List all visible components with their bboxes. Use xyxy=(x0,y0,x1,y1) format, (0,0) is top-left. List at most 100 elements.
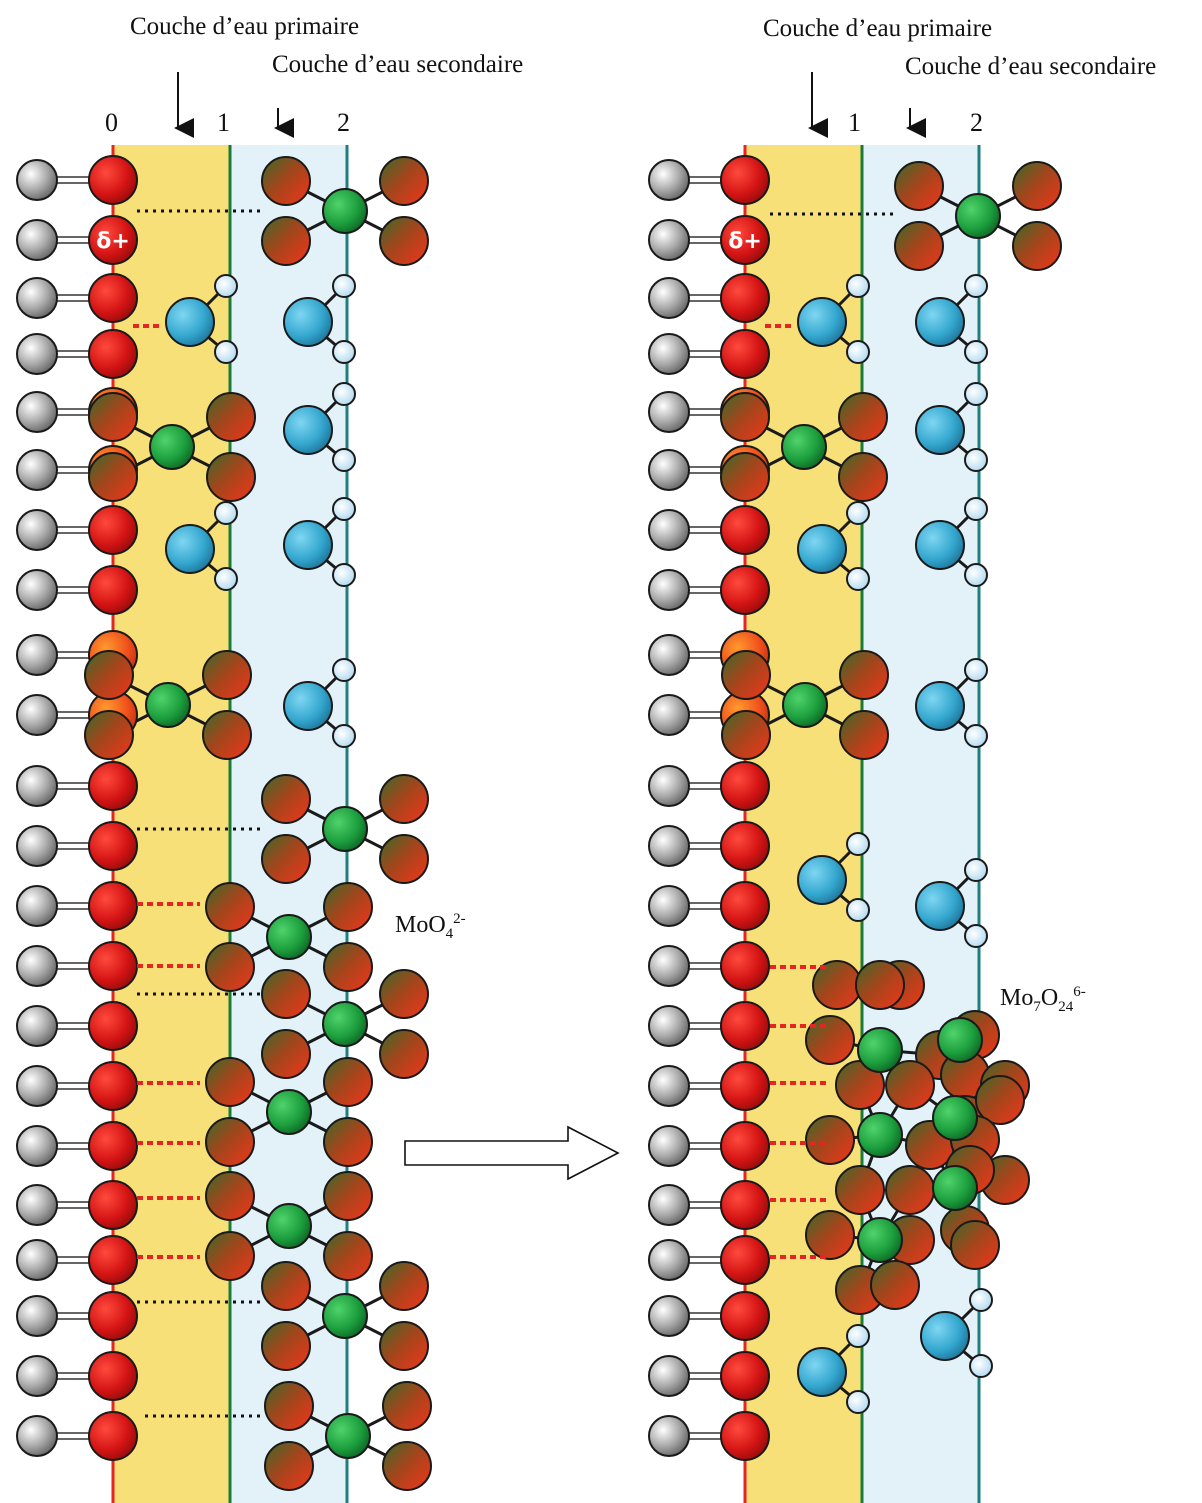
secondary-layer-water xyxy=(283,681,333,731)
left-surface-oxygen xyxy=(88,1235,138,1285)
molybdate-oxygen xyxy=(323,1117,373,1167)
molybdate-oxygen xyxy=(838,452,888,502)
water-hydrogen xyxy=(964,924,988,948)
molybdate-oxygen xyxy=(379,1261,429,1311)
right-surface-oxygen xyxy=(720,1235,770,1285)
right-surface-metal-atom xyxy=(648,219,690,261)
left-surface-oxygen xyxy=(88,1411,138,1461)
water-hydrogen xyxy=(332,724,356,748)
secondary-layer-water xyxy=(915,405,965,455)
left-surface-oxygen xyxy=(88,1291,138,1341)
right-surface-oxygen xyxy=(720,215,770,265)
transformation-arrow xyxy=(404,1125,620,1181)
molybdate-oxygen xyxy=(264,1441,314,1491)
molybdate-oxygen xyxy=(379,1321,429,1371)
adsorbed-molybdate xyxy=(266,1203,312,1249)
water-hydrogen xyxy=(964,563,988,587)
molybdate-monomer-label: MoO42- xyxy=(395,911,466,942)
molybdate-oxygen xyxy=(261,216,311,266)
right-surface-metal-atom xyxy=(648,333,690,375)
heptamolybdate-molybdenum xyxy=(857,1217,903,1263)
water-hydrogen xyxy=(846,832,870,856)
primary-layer-water xyxy=(797,1347,847,1397)
right-secondary-layer-label: Couche d’eau secondaire xyxy=(905,53,1157,80)
primary-layer-water xyxy=(165,297,215,347)
adsorbed-molybdate xyxy=(266,1089,312,1135)
water-hydrogen xyxy=(964,340,988,364)
molybdate-oxygen xyxy=(205,942,255,992)
water-hydrogen xyxy=(332,658,356,682)
left-surface-metal-atom xyxy=(16,277,58,319)
outer-sphere-molybdate xyxy=(322,1293,368,1339)
molybdate-oxygen xyxy=(88,452,138,502)
left-surface-metal-atom xyxy=(16,765,58,807)
left-surface-metal-atom xyxy=(16,509,58,551)
molybdate-oxygen xyxy=(720,392,770,442)
left-plane-label-2: 2 xyxy=(337,108,350,137)
secondary-layer-water xyxy=(283,405,333,455)
left-surface-oxygen xyxy=(88,329,138,379)
heptamolybdate-oxygen xyxy=(805,1015,855,1065)
left-primary-water-layer xyxy=(113,145,230,1503)
outer-sphere-molybdate xyxy=(322,1001,368,1047)
molybdate-oxygen xyxy=(323,1057,373,1107)
molybdate-oxygen xyxy=(721,650,771,700)
right-surface-metal-atom xyxy=(648,694,690,736)
right-surface-metal-atom xyxy=(648,1415,690,1457)
right-surface-oxygen xyxy=(720,1001,770,1051)
left-plane-label-1: 1 xyxy=(217,108,230,137)
left-surface-oxygen xyxy=(88,273,138,323)
water-hydrogen xyxy=(846,501,870,525)
right-surface-metal-atom xyxy=(648,945,690,987)
molybdate-oxygen xyxy=(323,882,373,932)
right-surface-oxygen xyxy=(720,1061,770,1111)
heptamolybdate-molybdenum xyxy=(932,1095,978,1141)
water-hydrogen xyxy=(964,274,988,298)
right-surface-charge-label: δ+ xyxy=(728,229,762,254)
water-hydrogen xyxy=(332,497,356,521)
left-surface-metal-atom xyxy=(16,1355,58,1397)
water-hydrogen xyxy=(846,274,870,298)
left-surface-metal-atom xyxy=(16,1239,58,1281)
right-surface-metal-atom xyxy=(648,449,690,491)
molybdate-oxygen xyxy=(88,392,138,442)
molybdate-oxygen xyxy=(379,216,429,266)
molybdate-oxygen xyxy=(894,221,944,271)
right-surface-metal-atom xyxy=(648,825,690,867)
right-surface-oxygen xyxy=(720,565,770,615)
molybdate-oxygen xyxy=(323,942,373,992)
water-hydrogen xyxy=(964,448,988,472)
left-surface-metal-atom xyxy=(16,219,58,261)
molybdate-oxygen xyxy=(261,156,311,206)
right-surface-metal-atom xyxy=(648,509,690,551)
right-surface-oxygen xyxy=(720,1351,770,1401)
left-surface-metal-atom xyxy=(16,1184,58,1226)
secondary-layer-water xyxy=(920,1311,970,1361)
left-surface-metal-atom xyxy=(16,1005,58,1047)
outer-sphere-molybdate xyxy=(322,806,368,852)
right-plane-label-1: 1 xyxy=(848,108,861,137)
molybdate-oxygen xyxy=(84,710,134,760)
heptamolybdate-molybdenum xyxy=(937,1017,983,1063)
molybdate-oxygen xyxy=(202,710,252,760)
molybdate-oxygen xyxy=(721,710,771,760)
right-surface-metal-atom xyxy=(648,1295,690,1337)
left-surface-oxygen xyxy=(88,1061,138,1111)
molybdate-oxygen xyxy=(205,1117,255,1167)
left-surface-oxygen xyxy=(88,821,138,871)
left-surface-metal-atom xyxy=(16,1415,58,1457)
water-hydrogen xyxy=(964,658,988,682)
right-primary-layer-label: Couche d’eau primaire xyxy=(763,15,993,42)
left-surface-metal-atom xyxy=(16,1125,58,1167)
right-surface-oxygen xyxy=(720,329,770,379)
bidentate-molybdate xyxy=(149,424,195,470)
water-hydrogen xyxy=(846,1390,870,1414)
water-hydrogen xyxy=(214,274,238,298)
right-surface-oxygen xyxy=(720,761,770,811)
left-surface-oxygen xyxy=(88,761,138,811)
left-surface-metal-atom xyxy=(16,634,58,676)
molybdate-oxygen xyxy=(261,834,311,884)
molybdate-oxygen xyxy=(202,650,252,700)
molybdate-oxygen xyxy=(894,161,944,211)
